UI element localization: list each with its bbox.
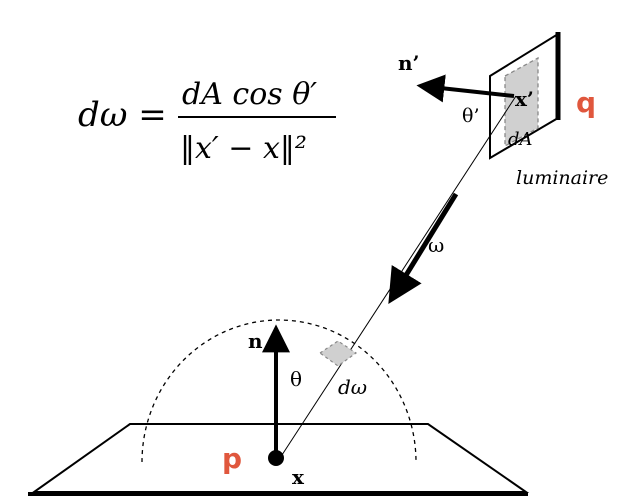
omega-direction-arrow [388, 192, 459, 304]
label-luminaire: luminaire [516, 167, 608, 189]
hemisphere [141, 319, 417, 463]
label-q: q [576, 86, 596, 119]
label-theta: θ [290, 367, 302, 391]
label-omega: ω [428, 233, 444, 257]
d-omega-patch [318, 340, 358, 367]
label-theta-prime: θ’ [462, 105, 479, 127]
formula-lhs: dω = [78, 95, 167, 135]
label-p: p [222, 442, 242, 475]
label-n-prime: n’ [398, 51, 420, 75]
label-d-omega: dω [338, 375, 367, 399]
label-x-prime: x’ [515, 87, 534, 111]
point-x-dot [268, 450, 284, 466]
label-n: n [248, 329, 263, 353]
formula-numerator: dA cos θ′ [182, 77, 317, 112]
formula-denominator: ‖x′ − x‖² [180, 131, 307, 166]
dA-patch [504, 56, 539, 148]
normal-n-prime-arrow [416, 74, 515, 103]
label-dA: dA [508, 129, 533, 150]
label-x: x [292, 465, 305, 489]
ray-line [279, 95, 517, 459]
